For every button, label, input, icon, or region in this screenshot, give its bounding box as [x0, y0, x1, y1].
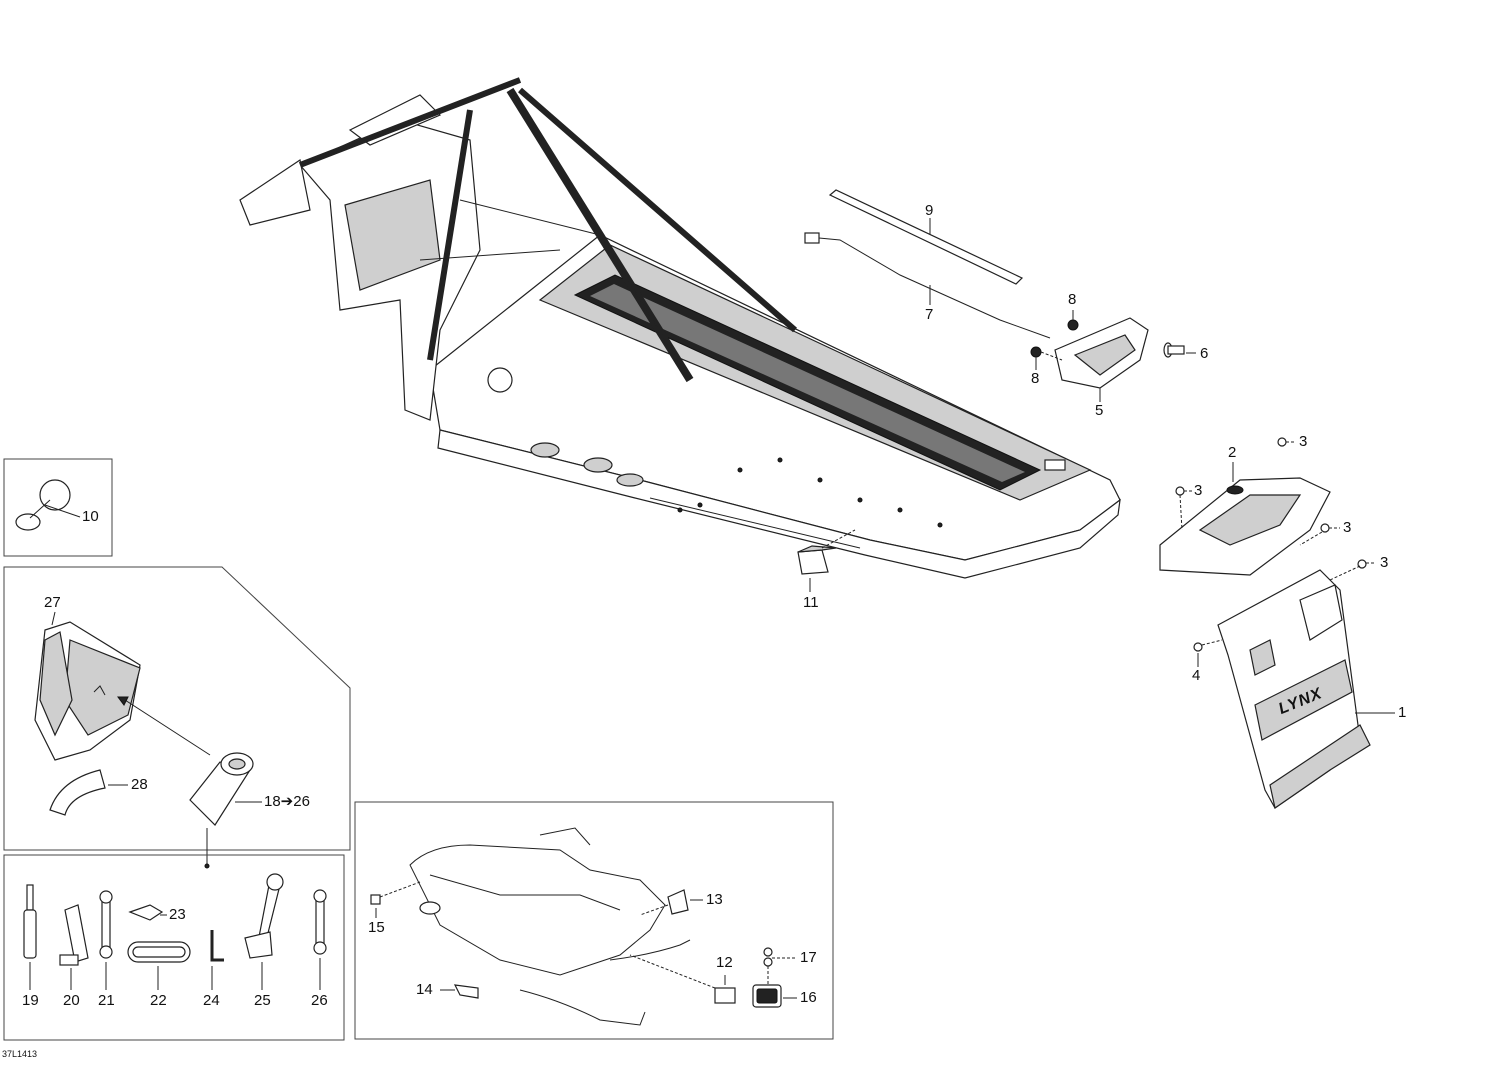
callout-15: 15 [368, 919, 385, 936]
callout-10: 10 [82, 508, 99, 525]
callout-1: 1 [1398, 704, 1407, 721]
wrench-b-part-26 [313, 889, 327, 990]
decal-part-13 [639, 889, 703, 916]
inset-box-tools [3, 854, 345, 1041]
wire-harness-part-7 [804, 232, 1051, 339]
belt-strap-part-22 [127, 941, 191, 990]
callout-5: 5 [1095, 402, 1104, 419]
callout-23: 23 [169, 906, 186, 923]
callout-18-26: 18➔26 [264, 793, 310, 810]
spark-plug-socket-part-20 [59, 904, 89, 990]
callout-22: 22 [150, 992, 167, 1009]
callout-12: 12 [716, 954, 733, 971]
callout-14: 14 [416, 981, 433, 998]
strip-part-9 [828, 189, 1024, 285]
snow-flap-part-1 [1217, 569, 1395, 810]
clip-part-23 [128, 904, 167, 921]
decal-part-12 [629, 954, 736, 1004]
callout-16: 16 [800, 989, 817, 1006]
grommet-upper-part-8 [1067, 319, 1079, 331]
screw-part-3d [1329, 559, 1376, 581]
inset-box-tool-kit [3, 566, 351, 851]
decal-part-15 [370, 881, 421, 918]
callout-13: 13 [706, 891, 723, 908]
callout-4: 4 [1192, 667, 1201, 684]
screwdriver-part-19 [23, 884, 37, 990]
callout-28: 28 [131, 776, 148, 793]
callout-6: 6 [1200, 345, 1209, 362]
drawing-code: 37L1413 [2, 1049, 38, 1059]
strap-part-28 [49, 769, 128, 816]
callout-3a: 3 [1299, 433, 1308, 450]
snowmobile-outline [409, 827, 691, 1026]
callout-20: 20 [63, 992, 80, 1009]
callout-26: 26 [311, 992, 328, 1009]
callout-24: 24 [203, 992, 220, 1009]
tool-bag-holder-part-27 [34, 611, 141, 761]
taillight-part-5 [1054, 317, 1149, 402]
callout-3c: 3 [1343, 519, 1352, 536]
tunnel-holes [487, 367, 943, 528]
screw-part-3b [1175, 486, 1194, 531]
decal-part-14 [440, 984, 479, 999]
clip-part-11 [797, 529, 856, 592]
push-pin-part-6 [1163, 342, 1196, 358]
inset-box-part-10 [3, 458, 113, 557]
spanner-part-25 [244, 873, 284, 990]
mirror-knob-part-10 [15, 479, 81, 531]
fastener-part-17 [763, 947, 795, 985]
rear-bracket-part-2 [1159, 462, 1331, 576]
callout-17: 17 [800, 949, 817, 966]
callout-9: 9 [925, 202, 934, 219]
chassis-frame [239, 77, 1121, 579]
callout-27: 27 [44, 594, 61, 611]
hex-key-part-24 [210, 930, 224, 990]
callout-21: 21 [98, 992, 115, 1009]
tool-bag-part-18-26 [117, 696, 262, 869]
callout-8a: 8 [1068, 291, 1077, 308]
callout-19: 19 [22, 992, 39, 1009]
callout-25: 25 [254, 992, 271, 1009]
callout-8b: 8 [1031, 370, 1040, 387]
label-part-16 [752, 984, 797, 1008]
callout-3d: 3 [1380, 554, 1389, 571]
screw-part-3c [1320, 523, 1340, 533]
inset-box-decals [354, 801, 834, 1040]
callout-7: 7 [925, 306, 934, 323]
wrench-a-part-21 [99, 890, 113, 990]
callout-3b: 3 [1194, 482, 1203, 499]
callout-11: 11 [803, 594, 819, 611]
screw-part-3e [1299, 531, 1323, 546]
nut-part-4 [1193, 639, 1223, 667]
screw-part-3a [1277, 437, 1296, 447]
grommet-lower-part-8 [1030, 346, 1042, 358]
callout-2: 2 [1228, 444, 1237, 461]
